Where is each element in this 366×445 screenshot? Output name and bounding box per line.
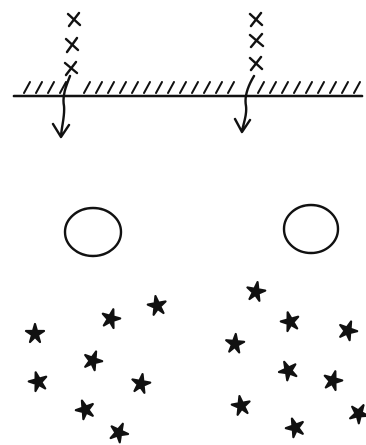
star-icon [231, 395, 252, 416]
star-icon [279, 310, 301, 332]
circle-icon [284, 205, 338, 253]
star-icon [322, 369, 344, 391]
x-marks-left [65, 13, 80, 75]
x-mark-icon [250, 57, 262, 70]
star-icon [100, 307, 122, 329]
x-marks-right [250, 13, 263, 70]
down-arrow-icon [53, 76, 70, 137]
down-arrow-icon [235, 76, 254, 132]
x-mark-icon [66, 38, 78, 52]
star-icon [246, 281, 267, 302]
star-icon [283, 415, 306, 438]
star-icon [225, 333, 245, 353]
star-icon [26, 324, 44, 342]
star-icon [107, 420, 131, 444]
x-mark-icon [250, 13, 262, 26]
circle-icon [65, 208, 121, 256]
x-mark-icon [68, 13, 80, 26]
star-icon [81, 348, 104, 371]
star-icon [347, 401, 366, 426]
stars-right [225, 281, 366, 439]
x-mark-icon [250, 34, 263, 47]
star-icon [276, 358, 300, 382]
star-icon [131, 373, 152, 394]
star-icon [73, 397, 96, 420]
star-icon [147, 295, 168, 316]
star-icon [27, 370, 49, 392]
barrier-hatch [24, 82, 360, 93]
x-mark-icon [65, 62, 77, 75]
star-icon [336, 318, 359, 341]
stars-left [26, 295, 167, 444]
